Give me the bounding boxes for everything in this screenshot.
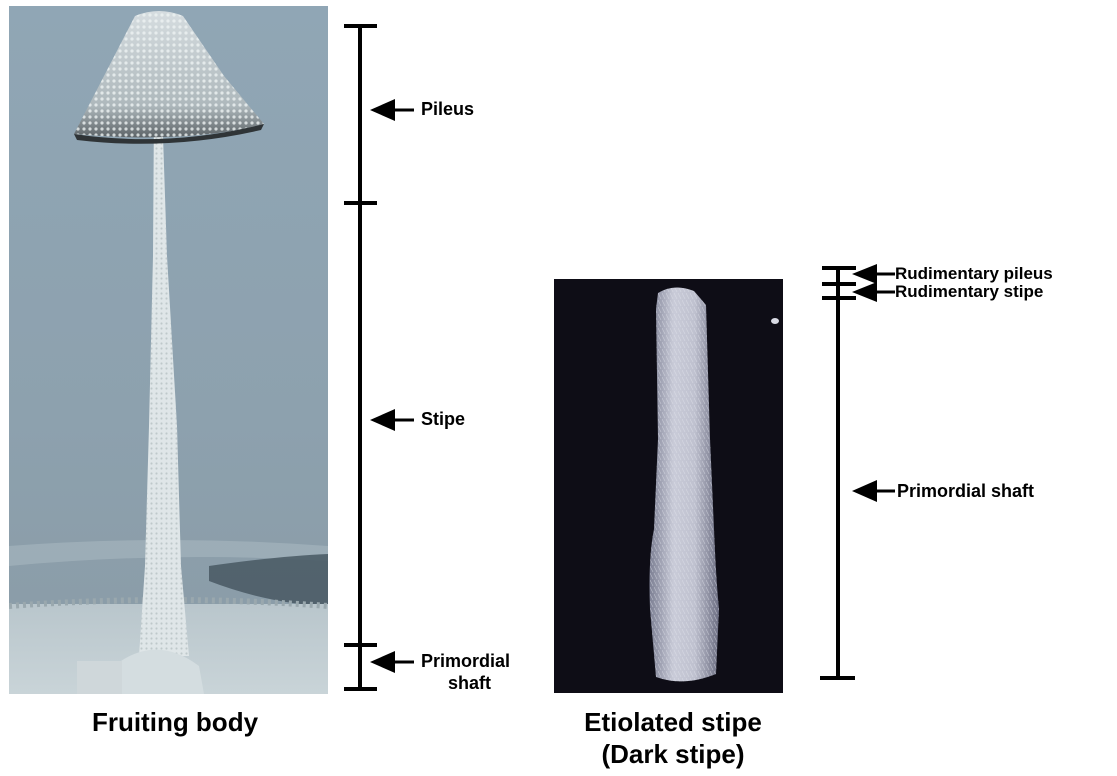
etiolated-stipe-caption-line1: Etiolated stipe [558,706,788,739]
pileus-arrow [370,99,414,121]
stipe-arrow [370,409,414,431]
rudimentary-stipe-label: Rudimentary stipe [895,284,1043,300]
etiolated-stipe-caption-line2: (Dark stipe) [558,738,788,771]
rudimentary-pileus-arrow [852,264,895,284]
fruiting-body-caption: Fruiting body [60,706,290,739]
pileus-label: Pileus [421,100,474,119]
primordial-shaft-arrow [370,651,414,673]
etiolated-stipe-scale-bar [820,268,856,678]
fruiting-body-scale-bar [344,26,377,689]
rudimentary-stipe-arrow [852,282,895,302]
primordial-shaft-label-line1: Primordial [421,652,510,671]
primordial-shaft-right-label: Primordial shaft [897,482,1034,501]
stipe-label: Stipe [421,410,465,429]
primordial-shaft-right-arrow [852,480,895,502]
rudimentary-pileus-label: Rudimentary pileus [895,266,1053,282]
primordial-shaft-label-line2: shaft [448,674,491,693]
